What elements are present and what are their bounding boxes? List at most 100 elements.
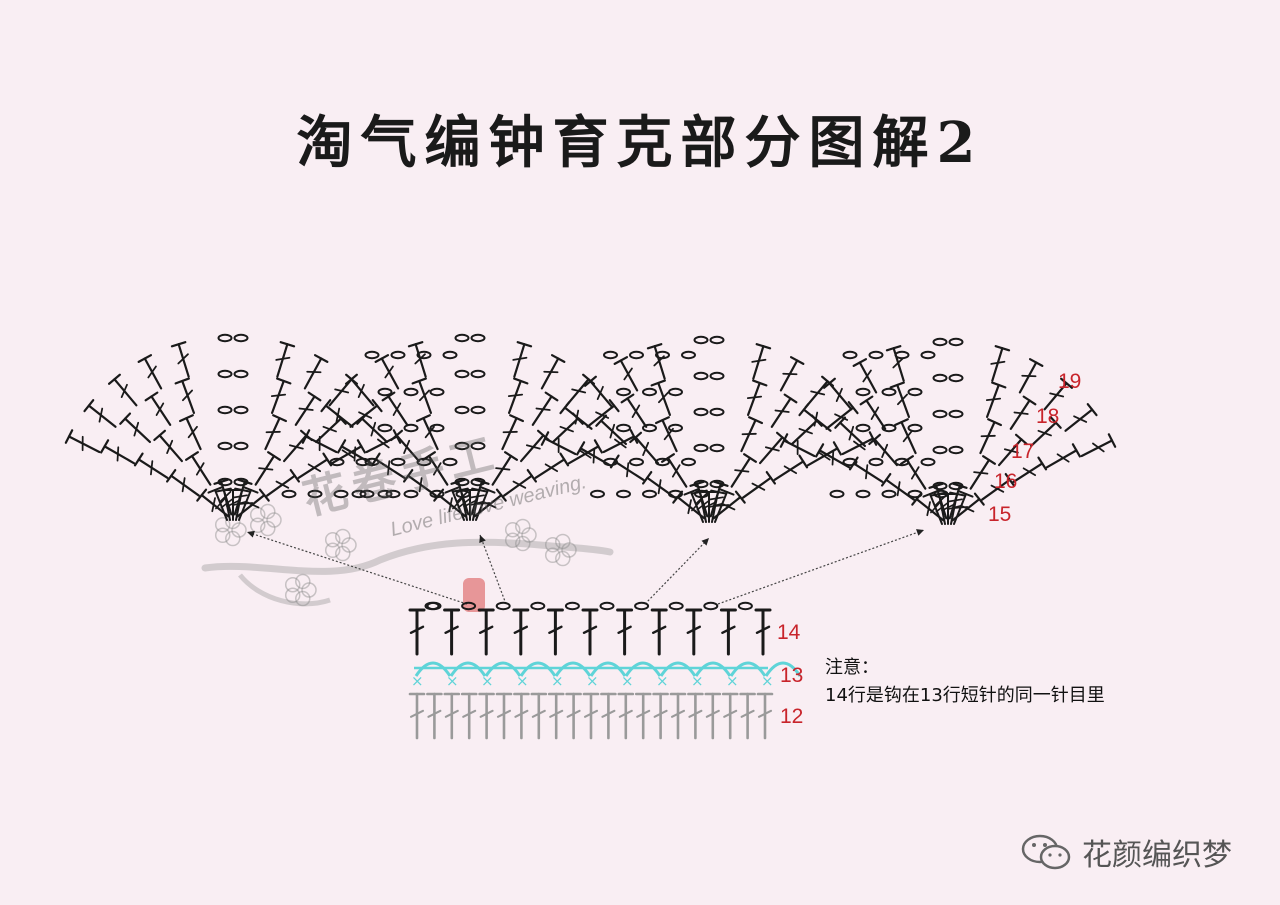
fan-base-stitch-slash — [691, 499, 702, 512]
fan-stitch-slash — [370, 421, 377, 437]
side-chain — [281, 489, 297, 499]
fan-stitch-cap — [166, 468, 177, 483]
row12-stitch-slash — [514, 709, 529, 718]
gap-chain — [429, 423, 445, 433]
gap-chain — [907, 423, 923, 433]
fan-stitch-slash — [322, 425, 337, 433]
fan-stitch-cap — [559, 452, 570, 467]
fan-stitch-slash — [341, 449, 355, 459]
row13-x: × — [656, 672, 669, 690]
fan-stitch — [804, 380, 829, 409]
fan-chain — [233, 369, 249, 379]
fan-stitch-slash — [357, 383, 365, 399]
fan-stitch-cap — [613, 356, 629, 365]
fan-stitch-slash — [195, 462, 205, 476]
gap-chain — [894, 350, 910, 360]
fan-stitch-slash — [774, 409, 790, 413]
gap-chain — [616, 423, 631, 433]
fan-stitch-slash — [1003, 448, 1019, 454]
row12-stitch-slash — [549, 709, 564, 718]
fan-stitch — [501, 417, 518, 451]
footer-account: 花颜编织梦 — [1082, 838, 1232, 873]
fan-stitch — [427, 454, 449, 486]
fan-stitch — [586, 404, 616, 428]
fan-stitch-slash — [623, 367, 633, 381]
fan-stitch — [841, 437, 875, 456]
row-label-16: 16 — [994, 470, 1018, 493]
fan-stitch-slash — [595, 411, 610, 419]
side-chain — [329, 457, 345, 467]
watermark-blossom-petal — [324, 531, 341, 548]
fan-stitch — [613, 460, 645, 481]
gap-chain — [403, 423, 419, 433]
fan-stitch-slash — [734, 469, 750, 473]
fan-stitch-slash — [902, 429, 913, 443]
fan-stitch — [579, 447, 612, 467]
row-label-17: 17 — [1011, 440, 1035, 463]
fan-stitch-slash — [865, 464, 869, 480]
fan-stitch-slash — [985, 397, 1002, 401]
gap-chain — [868, 350, 884, 360]
fan-stitch-cap — [276, 377, 292, 385]
fan-base-stitch-cap — [683, 488, 699, 496]
watermark-blossom-petal — [301, 582, 317, 598]
fan-stitch — [661, 419, 678, 453]
fan-stitch-slash — [419, 389, 430, 402]
row13-x: × — [726, 672, 739, 690]
gap-chain — [590, 489, 605, 499]
gap-chain — [377, 387, 393, 397]
watermark-blossom-petal — [260, 503, 276, 520]
row13-arch — [519, 661, 557, 677]
fan-stitch — [873, 438, 899, 467]
fan-stitch-slash — [211, 497, 216, 513]
row13-arch — [449, 661, 487, 677]
fan-base-stitch-cap — [949, 491, 965, 497]
fan-stitch — [1080, 439, 1114, 458]
row13-arch — [624, 661, 662, 677]
fan-chain — [217, 477, 233, 487]
fan-stitch-slash — [687, 499, 692, 515]
fan-stitch — [418, 379, 433, 415]
gap-chain — [694, 489, 709, 499]
row13-x: × — [516, 672, 529, 690]
fan-stitch-cap — [513, 377, 529, 385]
row14-stitch-slash — [513, 625, 528, 634]
fan-stitch — [600, 419, 628, 446]
fan-stitch — [303, 357, 323, 390]
row-label-19: 19 — [1058, 370, 1082, 393]
fan-chain — [470, 405, 486, 415]
gap-chain — [681, 350, 696, 360]
fan-stitch — [414, 343, 427, 378]
fan-stitch-cap — [660, 453, 675, 463]
fan-stitch-slash — [424, 425, 435, 439]
fan-stitch-cap — [779, 433, 789, 448]
fan-stitch-cap — [629, 431, 643, 444]
gap-chain — [616, 489, 631, 499]
fan-stitch-cap — [170, 341, 187, 348]
fan-chain — [932, 373, 948, 383]
fan-stitch-slash — [990, 360, 1006, 365]
fan-stitch — [730, 456, 752, 488]
row14-stitch-slash — [582, 625, 598, 634]
fan-stitch — [1029, 421, 1057, 448]
fan-base-stitch — [953, 493, 967, 525]
fan-base-stitch — [929, 493, 943, 525]
side-chain — [307, 489, 323, 499]
gap-chain — [616, 387, 631, 397]
fan-stitch — [619, 359, 639, 392]
fan-stitch-cap — [337, 439, 347, 454]
fan-stitch — [997, 438, 1023, 467]
fan-stitch-slash — [657, 479, 662, 495]
gap-chain — [920, 457, 936, 467]
fan-base-stitch — [711, 491, 719, 523]
fan-stitch — [991, 347, 1004, 382]
fan-stitch-cap — [178, 414, 194, 423]
fan-stitch-cap — [237, 478, 253, 485]
fan-stitch-cap — [885, 345, 902, 352]
gap-chain — [403, 387, 419, 397]
fan-chain — [709, 371, 725, 381]
fan-stitch — [294, 395, 316, 426]
fan-base-stitch-slash — [953, 506, 969, 509]
row12-stitch-slash — [636, 709, 651, 718]
row12-stitch-slash — [583, 709, 599, 718]
